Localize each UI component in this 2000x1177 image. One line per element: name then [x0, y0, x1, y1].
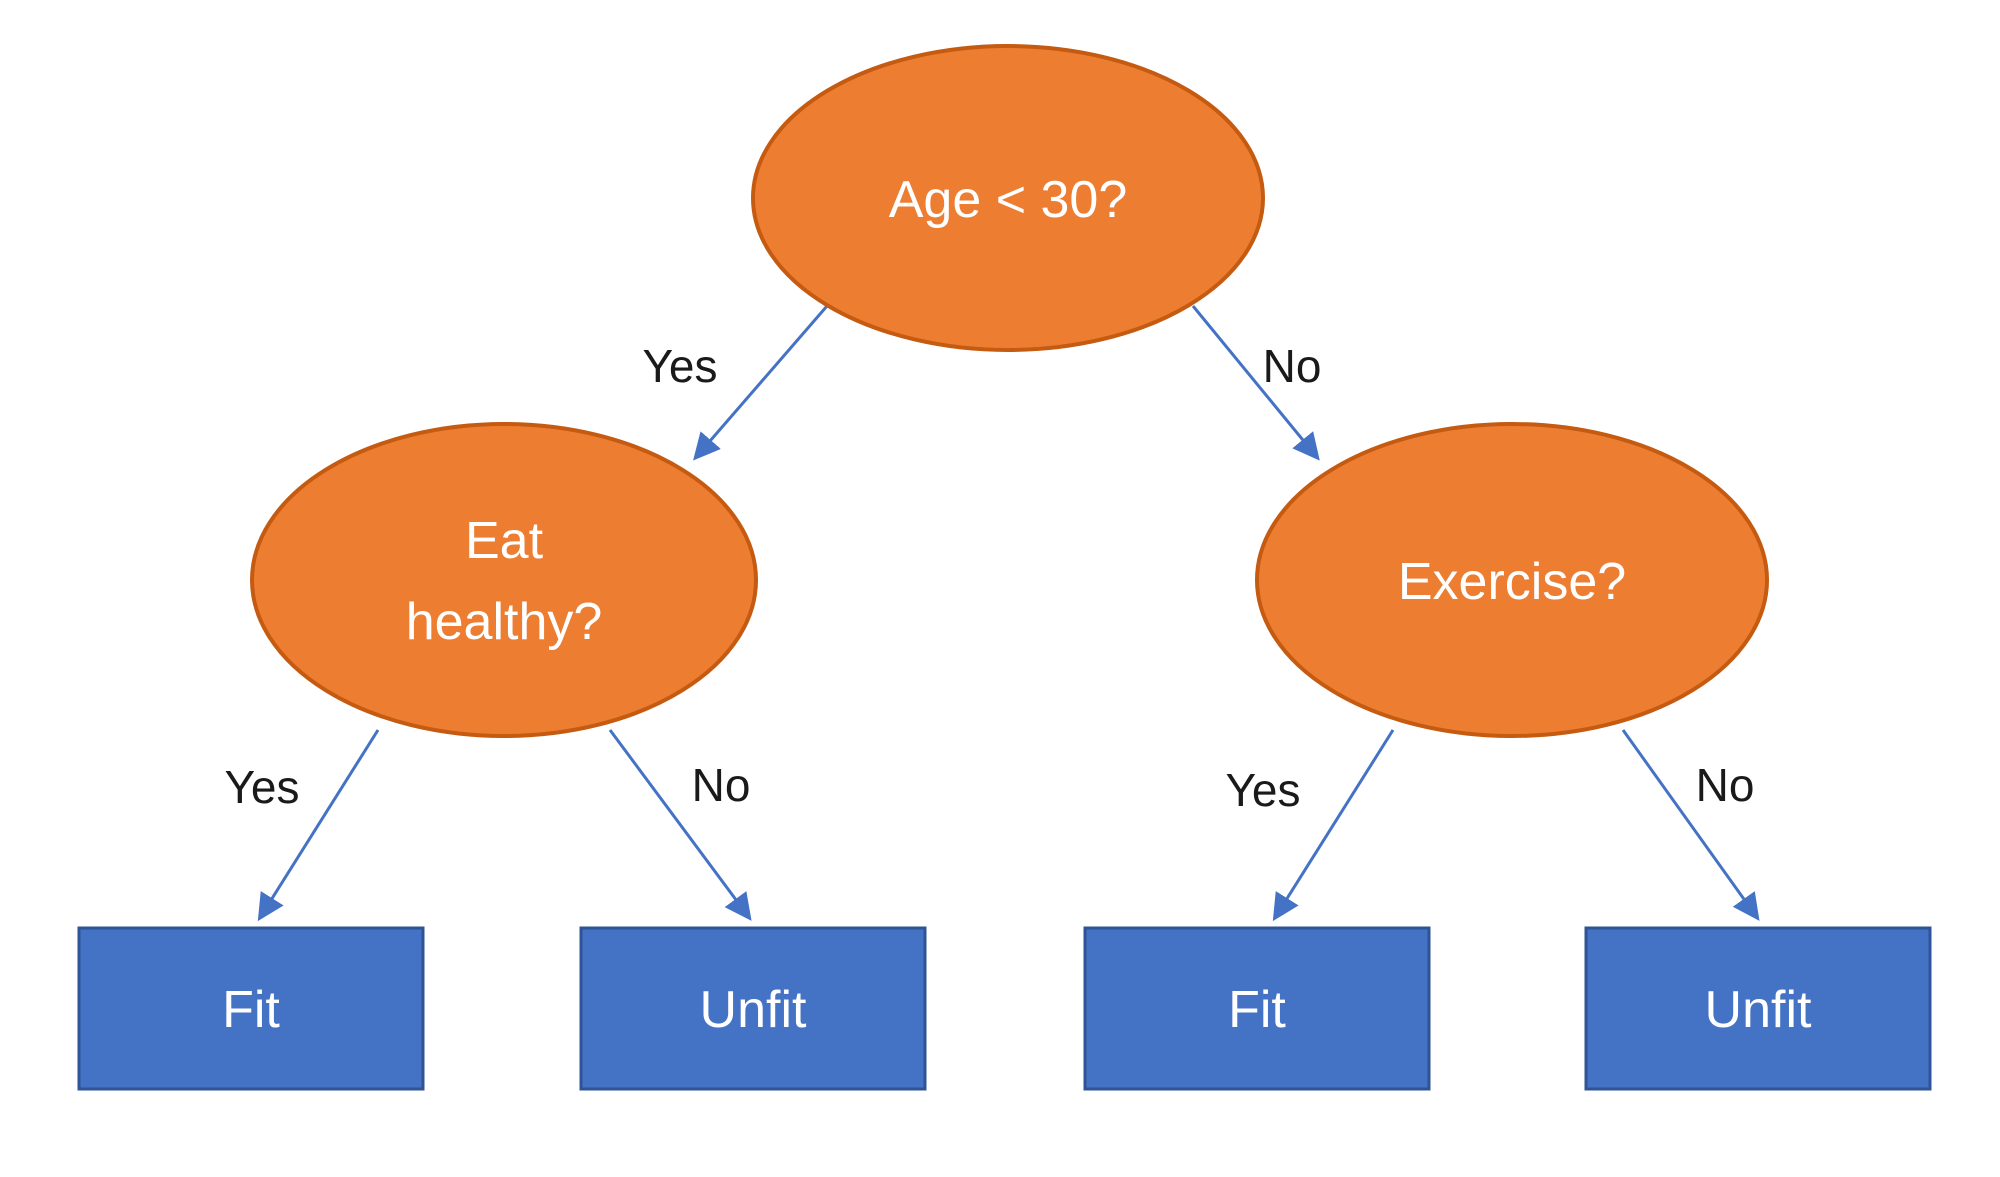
edge-label-root-yes: Yes — [642, 340, 717, 392]
eat-healthy-node-label-line1: Eat — [465, 512, 544, 570]
node-exercise: Exercise? — [1255, 422, 1769, 738]
eat-healthy-node-label-line2: healthy? — [406, 593, 603, 651]
leaf-fit-left: Fit — [77, 926, 425, 1091]
edge-label-exercise-yes: Yes — [1225, 764, 1300, 816]
edge-root-yes-arrow — [693, 305, 829, 461]
unfit-right-leaf-shape — [1584, 926, 1932, 1091]
exercise-node-shape — [1255, 422, 1769, 738]
unfit-left-leaf-label: Unfit — [700, 981, 807, 1039]
leaf-fit-right: Fit — [1083, 926, 1431, 1091]
edge-label-exercise-no: No — [1696, 759, 1755, 811]
node-root: Age < 30? — [751, 44, 1265, 352]
exercise-node-label: Exercise? — [1398, 553, 1626, 611]
leaf-unfit-left: Unfit — [579, 926, 927, 1091]
leaf-unfit-right: Unfit — [1584, 926, 1932, 1091]
fit-left-leaf-shape — [77, 926, 425, 1091]
edges-layer — [257, 305, 1760, 922]
root-node-shape — [751, 44, 1265, 352]
edge-label-eat-no: No — [692, 759, 751, 811]
edge-exercise-yes-arrow — [1272, 729, 1395, 922]
unfit-right-leaf-label: Unfit — [1705, 981, 1812, 1039]
edge-root-no-arrow — [1191, 305, 1320, 461]
edge-labels-layer: Yes No Yes No Yes No — [224, 340, 1754, 816]
fit-left-leaf-label: Fit — [222, 981, 280, 1039]
node-eat-healthy: Eat healthy? — [250, 422, 758, 738]
edge-eat-no-arrow — [608, 729, 752, 921]
root-node-label: Age < 30? — [889, 171, 1128, 229]
fit-right-leaf-label: Fit — [1228, 981, 1286, 1039]
fit-right-leaf-shape — [1083, 926, 1431, 1091]
edge-eat-yes-arrow — [257, 729, 380, 922]
edge-label-eat-yes: Yes — [224, 761, 299, 813]
unfit-left-leaf-shape — [579, 926, 927, 1091]
eat-healthy-node-shape — [250, 422, 758, 738]
edge-label-root-no: No — [1263, 340, 1322, 392]
edge-exercise-no-arrow — [1621, 729, 1760, 921]
